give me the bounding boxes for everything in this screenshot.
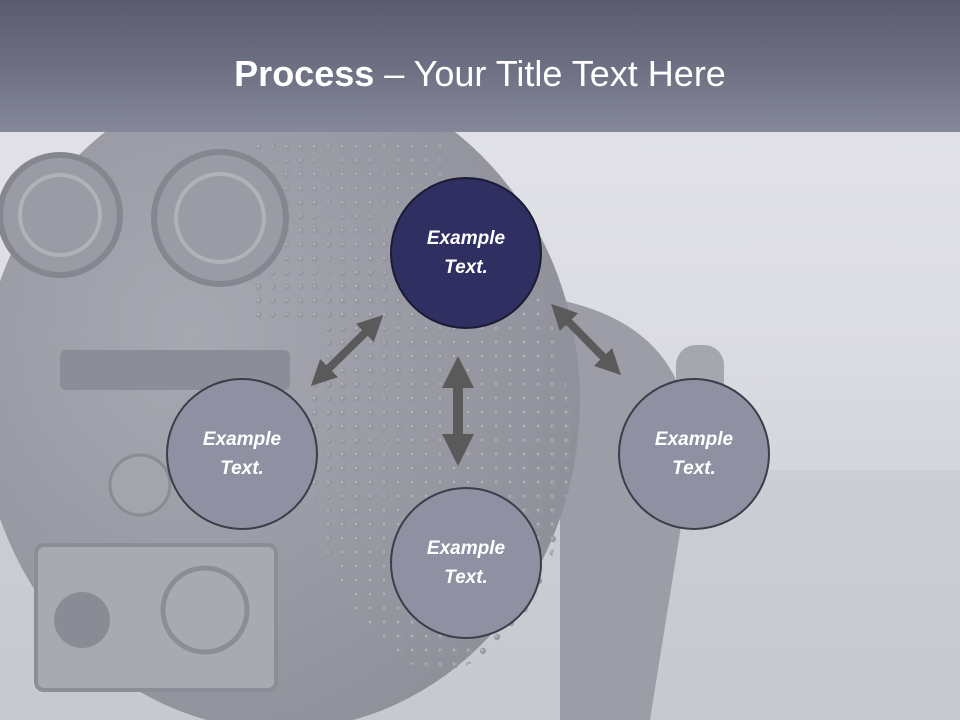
arrow-top-left (310, 315, 384, 386)
process-node-top[interactable]: Example Text. (390, 177, 542, 329)
process-node-left[interactable]: Example Text. (166, 378, 318, 530)
title-bold-text: Process (234, 53, 375, 94)
process-node-bottom-label: Example Text. (426, 538, 506, 588)
process-node-right-label: Example Text. (654, 429, 734, 479)
title-bar (0, 0, 960, 132)
process-node-bottom[interactable]: Example Text. (390, 487, 542, 639)
process-node-top-label: Example Text. (426, 228, 506, 278)
process-node-right[interactable]: Example Text. (618, 378, 770, 530)
process-node-left-label: Example Text. (202, 429, 282, 479)
title-rest-text: – Your Title Text Here (374, 53, 726, 94)
arrow-top-right (551, 303, 621, 376)
slide-title: Process – Your Title Text Here (0, 52, 960, 96)
